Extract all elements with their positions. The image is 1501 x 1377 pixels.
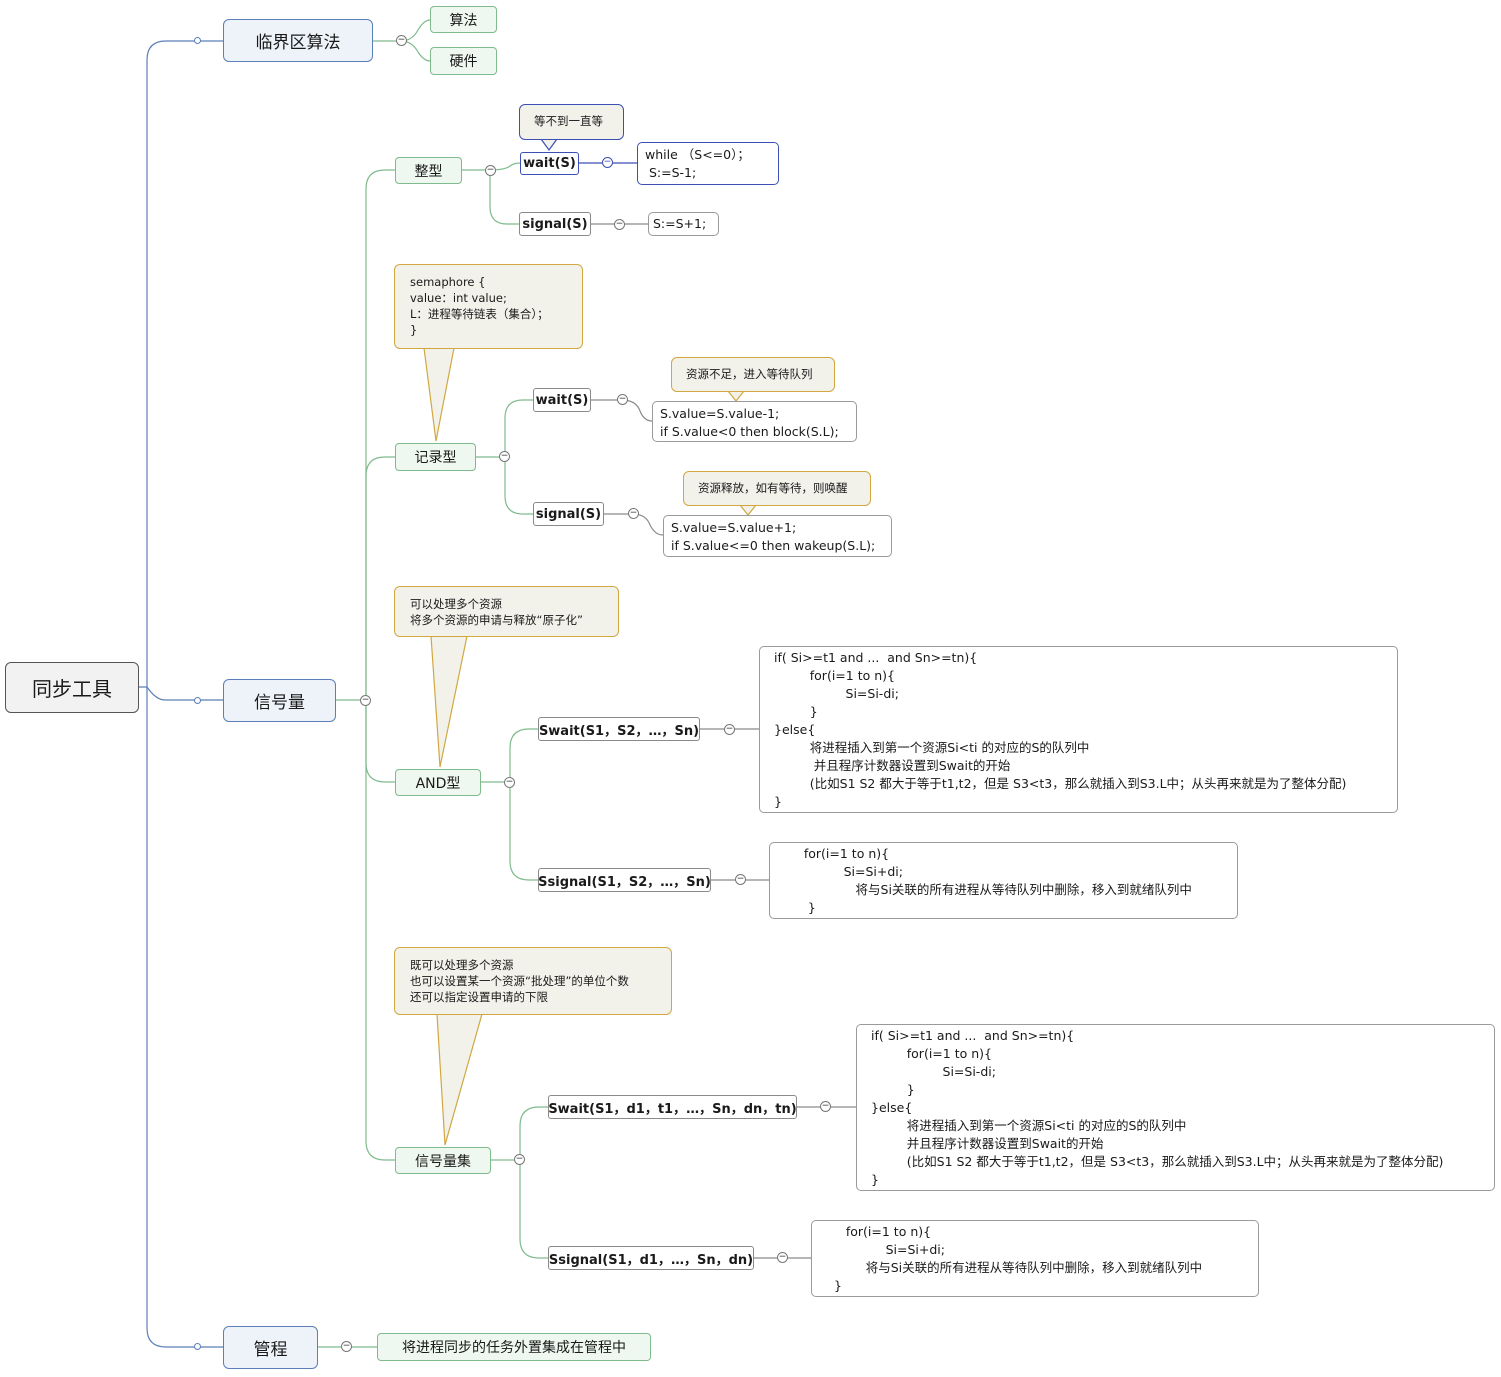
node-hardware[interactable]: 硬件 xyxy=(430,47,497,75)
node-and-swait[interactable]: Swait(S1，S2，…，Sn) xyxy=(538,717,700,741)
node-and-type[interactable]: AND型 xyxy=(395,769,481,796)
code-record-signal: S.value=S.value+1; if S.value<=0 then wa… xyxy=(663,515,892,557)
node-monitor-desc[interactable]: 将进程同步的任务外置集成在管程中 xyxy=(377,1333,651,1361)
node-semaphore-set[interactable]: 信号量集 xyxy=(395,1147,491,1174)
collapse-toggle-icon[interactable]: − xyxy=(341,1341,352,1352)
node-set-swait[interactable]: Swait(S1，d1，t1，…，Sn，dn，tn) xyxy=(548,1095,797,1119)
collapse-toggle-icon[interactable]: − xyxy=(617,394,628,405)
note-and-type: 可以处理多个资源 将多个资源的申请与释放“原子化” xyxy=(394,586,619,637)
code-integer-signal: S:=S+1; xyxy=(648,212,719,236)
collapse-toggle-icon[interactable]: − xyxy=(602,157,613,168)
collapse-dot-icon xyxy=(194,37,201,44)
collapse-toggle-icon[interactable]: − xyxy=(499,451,510,462)
node-record-signal[interactable]: signal(S) xyxy=(533,502,604,526)
collapse-toggle-icon[interactable]: − xyxy=(360,695,371,706)
code-record-wait: S.value=S.value-1; if S.value<0 then blo… xyxy=(652,401,857,442)
code-set-swait: if( Si>=t1 and ... and Sn>=tn){ for(i=1 … xyxy=(856,1024,1495,1191)
note-record-signal: 资源释放，如有等待，则唤醒 xyxy=(683,471,871,506)
collapse-dot-icon xyxy=(194,697,201,704)
node-semaphore[interactable]: 信号量 xyxy=(223,679,336,722)
node-integer-wait[interactable]: wait(S) xyxy=(520,152,579,175)
node-monitor[interactable]: 管程 xyxy=(223,1326,318,1369)
node-and-ssignal[interactable]: Ssignal(S1，S2，…，Sn) xyxy=(538,868,711,892)
collapse-toggle-icon[interactable]: − xyxy=(485,165,496,176)
note-semaphore-set: 既可以处理多个资源 也可以设置某一个资源“批处理”的单位个数 还可以指定设置申请… xyxy=(394,947,672,1015)
node-integer-signal[interactable]: signal(S) xyxy=(519,212,591,236)
collapse-toggle-icon[interactable]: − xyxy=(724,724,735,735)
code-and-ssignal: for(i=1 to n){ Si=Si+di; 将与Si关联的所有进程从等待队… xyxy=(769,842,1238,919)
note-integer: 等不到一直等 xyxy=(519,104,624,140)
code-set-ssignal: for(i=1 to n){ Si=Si+di; 将与Si关联的所有进程从等待队… xyxy=(811,1220,1259,1297)
code-and-swait: if( Si>=t1 and ... and Sn>=tn){ for(i=1 … xyxy=(759,646,1398,813)
node-algorithm[interactable]: 算法 xyxy=(430,6,497,33)
note-record-wait: 资源不足，进入等待队列 xyxy=(671,357,835,392)
code-integer-wait: while （S<=0）； S:=S-1; xyxy=(637,142,779,185)
collapse-toggle-icon[interactable]: − xyxy=(820,1101,831,1112)
collapse-toggle-icon[interactable]: − xyxy=(735,874,746,885)
note-record-struct: semaphore { value：int value; L：进程等待链表（集合… xyxy=(394,264,583,349)
collapse-toggle-icon[interactable]: − xyxy=(514,1154,525,1165)
node-critical-section[interactable]: 临界区算法 xyxy=(223,19,373,62)
node-set-ssignal[interactable]: Ssignal(S1，d1，…，Sn，dn) xyxy=(548,1246,754,1270)
node-record-wait[interactable]: wait(S) xyxy=(533,388,591,412)
collapse-toggle-icon[interactable]: − xyxy=(396,35,407,46)
node-integer-type[interactable]: 整型 xyxy=(395,157,462,184)
collapse-toggle-icon[interactable]: − xyxy=(614,219,625,230)
collapse-toggle-icon[interactable]: − xyxy=(777,1252,788,1263)
node-record-type[interactable]: 记录型 xyxy=(395,443,476,471)
collapse-toggle-icon[interactable]: − xyxy=(628,508,639,519)
collapse-dot-icon xyxy=(194,1343,201,1350)
collapse-toggle-icon[interactable]: − xyxy=(504,777,515,788)
root-node[interactable]: 同步工具 xyxy=(5,662,139,713)
